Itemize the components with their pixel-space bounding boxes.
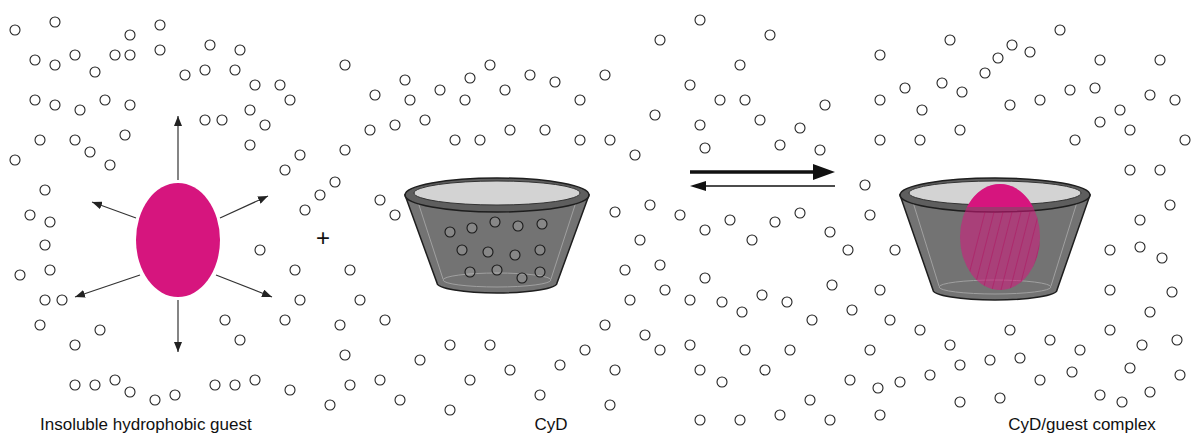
hatch-line (1001, 212, 1021, 290)
reverse-arrow (695, 185, 835, 187)
cone-rim (405, 178, 589, 212)
dispersion-arrows (75, 116, 272, 352)
guest-hatching (965, 212, 1057, 290)
node-outline (835, 150, 1180, 437)
dispersion-arrow (177, 300, 178, 352)
guest-molecule: Insoluble hydrophobic guest (30, 170, 310, 437)
cone-inner-edge (912, 199, 939, 286)
hatch-line (1010, 212, 1030, 290)
cyclodextrin: CyD (400, 150, 690, 437)
cone-inner-edge (551, 199, 577, 279)
dispersion-arrow (220, 196, 268, 218)
hatch-line (992, 212, 1012, 290)
cone-inner-base (443, 273, 551, 287)
cavity-water-molecules (445, 217, 547, 283)
guest-ellipse-inside (960, 184, 1040, 290)
forward-arrow (690, 170, 827, 174)
hatch-line (1028, 212, 1048, 290)
dispersion-arrow (177, 116, 178, 180)
guest-ellipse-top (960, 184, 1040, 207)
cone-opening (414, 181, 580, 205)
dispersion-arrow (92, 202, 136, 218)
node-outline (30, 170, 310, 437)
inclusion-complex: CyD/guest complex (835, 150, 1180, 437)
cone-inner-edge (417, 199, 443, 279)
water-molecules (10, 15, 1190, 425)
hatch-line (965, 212, 985, 290)
dispersion-arrow (75, 275, 140, 297)
dispersion-arrow (216, 275, 272, 297)
hatch-line (974, 212, 994, 290)
node-label: Insoluble hydrophobic guest (40, 415, 300, 435)
hatch-line (983, 212, 1003, 290)
node-label: CyD (451, 415, 651, 435)
guest-ellipse (136, 183, 220, 297)
hatch-line (1019, 212, 1039, 290)
node-label: CyD/guest complex (987, 415, 1177, 435)
cone-inner-edge (1051, 199, 1078, 286)
hatch-line (1037, 212, 1057, 290)
plus-sign: + (309, 226, 337, 250)
node-outline (400, 150, 690, 437)
